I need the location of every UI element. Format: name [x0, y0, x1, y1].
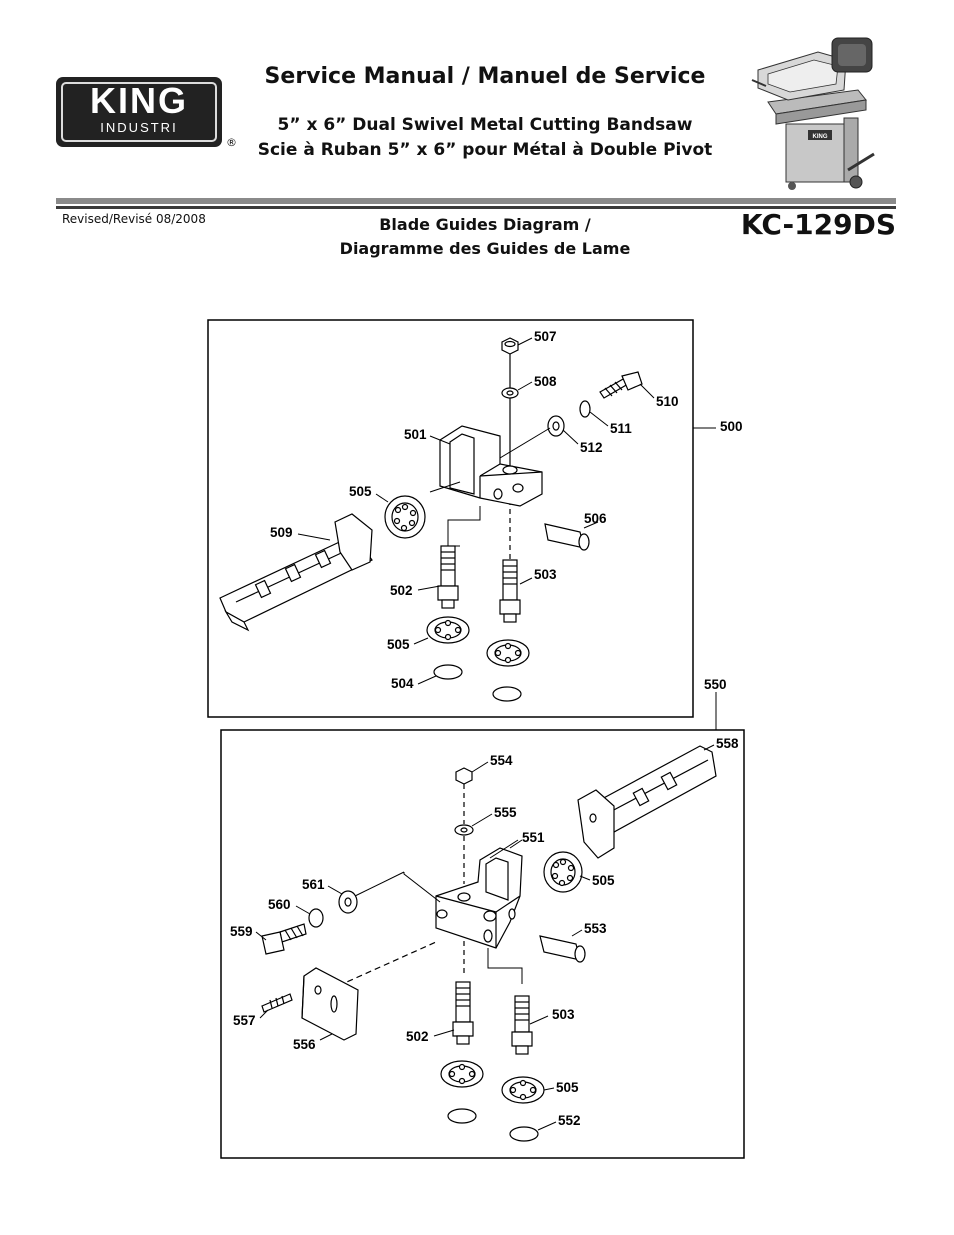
king-logo: KING INDUSTRI	[56, 77, 222, 147]
label-555: 555	[494, 805, 517, 820]
label-500: 500	[720, 419, 743, 434]
label-558: 558	[716, 736, 739, 751]
label-559: 559	[230, 924, 253, 939]
lower-assembly-frame	[220, 729, 745, 1159]
label-551: 551	[522, 830, 545, 845]
bandsaw-illustration: KING	[751, 37, 875, 190]
label-503-upper: 503	[534, 567, 557, 582]
label-502-lower: 502	[406, 1029, 429, 1044]
label-505-lower: 505	[556, 1080, 579, 1095]
label-511: 511	[610, 421, 632, 436]
label-508: 508	[534, 374, 557, 389]
label-505-upper: 505	[349, 484, 372, 499]
page-title: Service Manual / Manuel de Service	[264, 64, 706, 89]
label-505-upper-lower: 505	[387, 637, 410, 652]
label-557: 557	[233, 1013, 256, 1028]
product-name-fr: Scie à Ruban 5” x 6” pour Métal à Double…	[257, 140, 713, 160]
label-552: 552	[558, 1113, 581, 1128]
label-556: 556	[293, 1037, 316, 1052]
label-561: 561	[302, 877, 325, 892]
label-509: 509	[270, 525, 293, 540]
label-554: 554	[490, 753, 513, 768]
diagram-subtitle-en: Blade Guides Diagram /	[379, 215, 591, 234]
revision-date: Revised/Revisé 08/2008	[62, 212, 206, 226]
label-507: 507	[534, 329, 557, 344]
model-number: KC-129DS	[740, 208, 896, 241]
diagram-subtitle-fr: Diagramme des Guides de Lame	[339, 239, 631, 258]
label-502-upper: 502	[390, 583, 413, 598]
product-name-en: 5” x 6” Dual Swivel Metal Cutting Bandsa…	[277, 115, 693, 135]
label-504: 504	[391, 676, 414, 691]
label-510: 510	[656, 394, 679, 409]
label-506: 506	[584, 511, 607, 526]
registered-mark: ®	[226, 136, 237, 149]
logo-brand: KING	[90, 80, 188, 121]
upper-assembly-frame	[207, 319, 694, 718]
label-553: 553	[584, 921, 607, 936]
label-560: 560	[268, 897, 291, 912]
logo-sub: INDUSTRI	[100, 120, 178, 135]
label-505-lower-right: 505	[592, 873, 615, 888]
label-550: 550	[704, 677, 727, 692]
header-rule-dark	[56, 206, 896, 209]
label-501: 501	[404, 427, 427, 442]
saw-badge: KING	[813, 134, 828, 140]
label-512: 512	[580, 440, 603, 455]
label-503-lower: 503	[552, 1007, 575, 1022]
header-rule-light	[56, 198, 896, 204]
